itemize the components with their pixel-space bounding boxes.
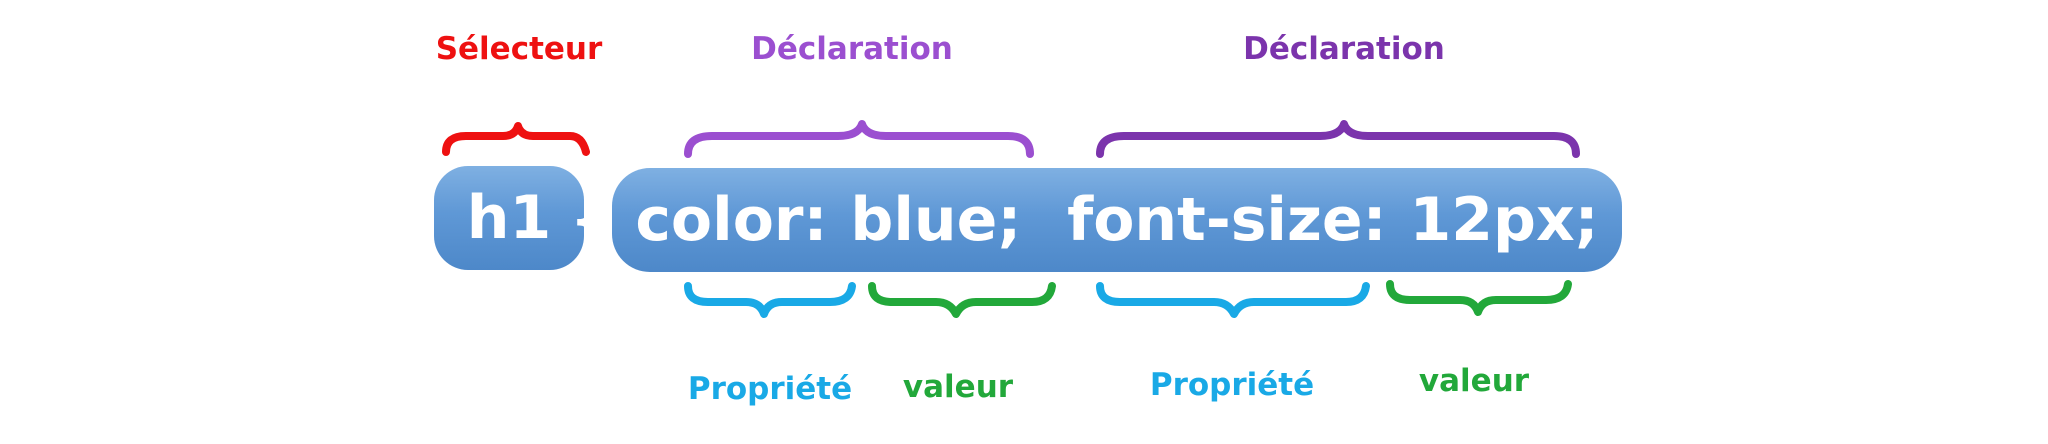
declaration-2-label: Déclaration <box>1243 31 1445 67</box>
declaration-2-brace <box>1096 120 1580 158</box>
property-1-brace <box>684 282 856 318</box>
selector-pill: h1 <box>434 166 584 270</box>
property-1-label: Propriété <box>687 371 853 407</box>
declaration-block-code: { color: blue; font-size: 12px; } <box>569 185 1665 255</box>
value-2-brace <box>1386 280 1572 316</box>
value-2-label: valeur <box>1418 363 1530 399</box>
selector-code: h1 <box>466 183 552 253</box>
value-1-brace <box>868 282 1056 318</box>
value-1-label: valeur <box>902 369 1014 405</box>
declaration-1-label: Déclaration <box>751 31 953 67</box>
declaration-block-pill: { color: blue; font-size: 12px; } <box>570 168 1664 272</box>
selector-label: Sélecteur <box>435 31 603 67</box>
selector-brace <box>442 122 590 156</box>
declaration-1-brace <box>684 120 1034 158</box>
property-2-label: Propriété <box>1149 367 1315 403</box>
property-2-brace <box>1096 282 1370 318</box>
